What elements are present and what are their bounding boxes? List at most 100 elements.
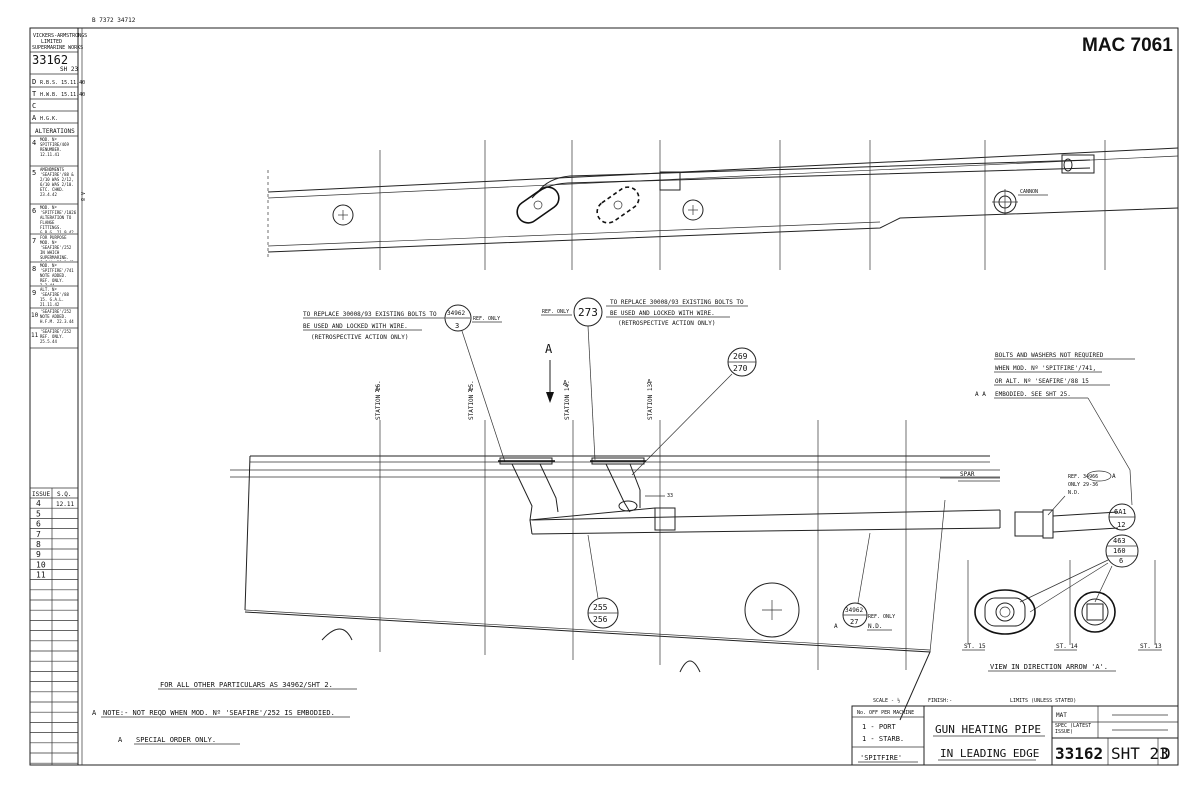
view-direction-caption: VIEW IN DIRECTION ARROW 'A'. <box>990 663 1108 671</box>
issue-number: 4 <box>36 499 41 508</box>
balloon-27-ref: REF. ONLY <box>868 614 895 620</box>
left-note-line-3: (RETROSPECTIVE ACTION ONLY) <box>311 334 409 341</box>
balloon-269-top: 269 <box>733 352 748 361</box>
title-sheet: SHT 23 <box>1111 744 1169 763</box>
callouts: TO REPLACE 30008/93 EXISTING BOLTS TO BE… <box>303 297 1135 506</box>
notes: FOR ALL OTHER PARTICULARS AS 34962/SHT 2… <box>92 681 357 745</box>
issue-sq: 12.11 <box>56 501 74 508</box>
alteration-8: 8 MOD. Nº 'SPITFIRE'/741 NOTE ADDED. REF… <box>32 263 74 285</box>
balloon-27-bottom: 27 <box>850 618 858 626</box>
section-st13: ST. 13 <box>1140 643 1162 650</box>
svg-text:6: 6 <box>32 207 36 215</box>
svg-text:5: 5 <box>32 169 36 177</box>
note-1-text: NOTE:- NOT REQD WHEN MOD. Nº 'SEAFIRE'/2… <box>103 709 335 717</box>
sign-letter-t: T <box>32 90 37 98</box>
svg-text:9: 9 <box>32 289 36 297</box>
title-issue: D <box>1161 744 1171 763</box>
port-label: 1 - PORT <box>862 723 897 731</box>
balloon-463-line-1: 463 <box>1113 537 1126 545</box>
sign-letter-d: D <box>32 78 36 86</box>
ref-only-right-2: ONLY 29-36 <box>1068 482 1098 488</box>
alteration-6: 6 MOD. Nº 'SPITFIRE'/1026 ALTERATION TO … <box>32 205 76 233</box>
company-line-2: LIMITED <box>41 39 62 45</box>
sign-letter-c: C <box>32 102 36 110</box>
limits-label: LIMITS (UNLESS STATED) <box>1010 698 1076 704</box>
alterations-title: ALTERATIONS <box>35 128 75 135</box>
svg-text:8: 8 <box>32 265 36 273</box>
company-line-1: VICKERS-ARMSTRONGS <box>33 33 87 39</box>
mid-note-line-2: BE USED AND LOCKED WITH WIRE. <box>610 310 715 317</box>
arrow-a-head <box>546 392 554 403</box>
alteration-4: 4 MOD. Nº SPITFIRE/469 RENUMBER. 12.11.4… <box>32 137 69 157</box>
mid-ref-only: REF. ONLY <box>542 309 569 315</box>
issue-number: 5 <box>36 509 41 518</box>
issue-number: 7 <box>36 530 41 539</box>
balloon-255-bottom: 256 <box>593 615 608 624</box>
issue-header-sq: S.Q. <box>57 491 71 498</box>
mid-balloon: 273 <box>578 306 598 319</box>
station-15-mark: A <box>468 386 473 394</box>
aircraft-label: 'SPITFIRE' <box>860 754 902 762</box>
right-note-line-3: OR ALT. Nº 'SEAFIRE'/88 15 <box>995 378 1089 385</box>
drawing-id: MAC 7061 <box>1082 35 1173 56</box>
station-13-label: STATION 13. <box>647 380 654 420</box>
right-ref-mark: A <box>1112 473 1116 480</box>
mat-label: MAT <box>1056 712 1067 719</box>
right-note-marks: A A <box>975 391 986 398</box>
left-balloon-top: 34962 <box>447 310 465 317</box>
note-2-mark: A <box>118 736 123 744</box>
panel-drawing-number: 33162 <box>32 53 68 67</box>
station-14-mark: A <box>563 379 568 387</box>
left-panel: VICKERS-ARMSTRONGS LIMITED SUPERMARINE W… <box>30 33 87 765</box>
alteration-7: 7 FOR PURPOSE MOD. Nº 'SEAFIRE'/252 IN W… <box>32 235 74 261</box>
issue-number: 9 <box>36 550 41 559</box>
svg-text:7: 7 <box>32 237 36 245</box>
scale-label: SCALE - ½ <box>873 697 900 704</box>
alteration-5: 5 AMENDMENTS 'SEAFIRE'/88 & 2/10 WAS 2/1… <box>32 167 74 197</box>
ref-only-right-3: N.D. <box>1068 490 1080 496</box>
cannon-label: CANNON <box>1020 189 1038 195</box>
station-14-label: STATION 14. <box>564 380 571 420</box>
station-16-mark: A <box>375 386 380 394</box>
note-1-mark: A <box>92 709 97 717</box>
alteration-9: 9 ALT. Nº 'SEAFIRE'/88 15. G.A.L. 21.11.… <box>32 287 69 307</box>
arrow-a-label: A <box>545 342 553 356</box>
title-drawing-number: 33162 <box>1055 744 1103 763</box>
station-16-label: STATION 16. <box>375 380 382 420</box>
issue-number: 10 <box>36 560 46 569</box>
title-block: SCALE - ½ FINISH:- LIMITS (UNLESS STATED… <box>851 697 1179 766</box>
balloon-6a1-top: 6A1 <box>1114 508 1127 516</box>
balloon-6a1-bottom: 12 <box>1117 521 1125 529</box>
section-st15: ST. 15 <box>964 643 986 650</box>
left-balloon-bottom: 3 <box>455 322 459 330</box>
svg-text:10: 10 <box>31 312 39 319</box>
mid-note-line-3: (RETROSPECTIVE ACTION ONLY) <box>618 320 716 327</box>
balloon-27-nd: N.D. <box>868 623 882 630</box>
section-st14: ST. 14 <box>1056 643 1078 650</box>
side-mark: A 8 <box>79 192 85 201</box>
issue-number: 6 <box>36 520 41 529</box>
issue-number: 8 <box>36 540 41 549</box>
front-view: SPAR STATION 16. A STATION 15. A STATION… <box>230 378 1139 721</box>
issue-number: 11 <box>36 571 46 580</box>
note-2-text: SPECIAL ORDER ONLY. <box>136 736 216 744</box>
svg-text:11: 11 <box>31 332 39 339</box>
title-line-2: IN LEADING EDGE <box>940 747 1039 760</box>
station-15-label: STATION 15. <box>468 380 475 420</box>
company-line-3: SUPERMARINE WORKS <box>32 45 83 51</box>
top-view: CANNON <box>267 140 1179 270</box>
right-note-line-2: WHEN MOD. Nº 'SPITFIRE'/741, <box>995 365 1096 372</box>
sheet-border <box>29 27 1179 766</box>
title-line-1: GUN HEATING PIPE <box>935 723 1041 736</box>
balloon-463-line-3: 6 <box>1119 557 1123 565</box>
sign-text-d: R.B.S. 15.11.40 <box>40 80 85 86</box>
left-ref-only: REF. ONLY <box>473 316 500 322</box>
dimension-label: 33 <box>667 493 673 499</box>
svg-text:4: 4 <box>32 139 36 147</box>
balloon-27-mark: A <box>834 623 838 630</box>
right-note-line-1: BOLTS AND WASHERS NOT REQUIRED <box>995 352 1104 359</box>
ref-only-right-1: REF. 34966 <box>1068 474 1098 480</box>
particulars-note: FOR ALL OTHER PARTICULARS AS 34962/SHT 2… <box>160 681 333 689</box>
balloon-269-bottom: 270 <box>733 364 748 373</box>
